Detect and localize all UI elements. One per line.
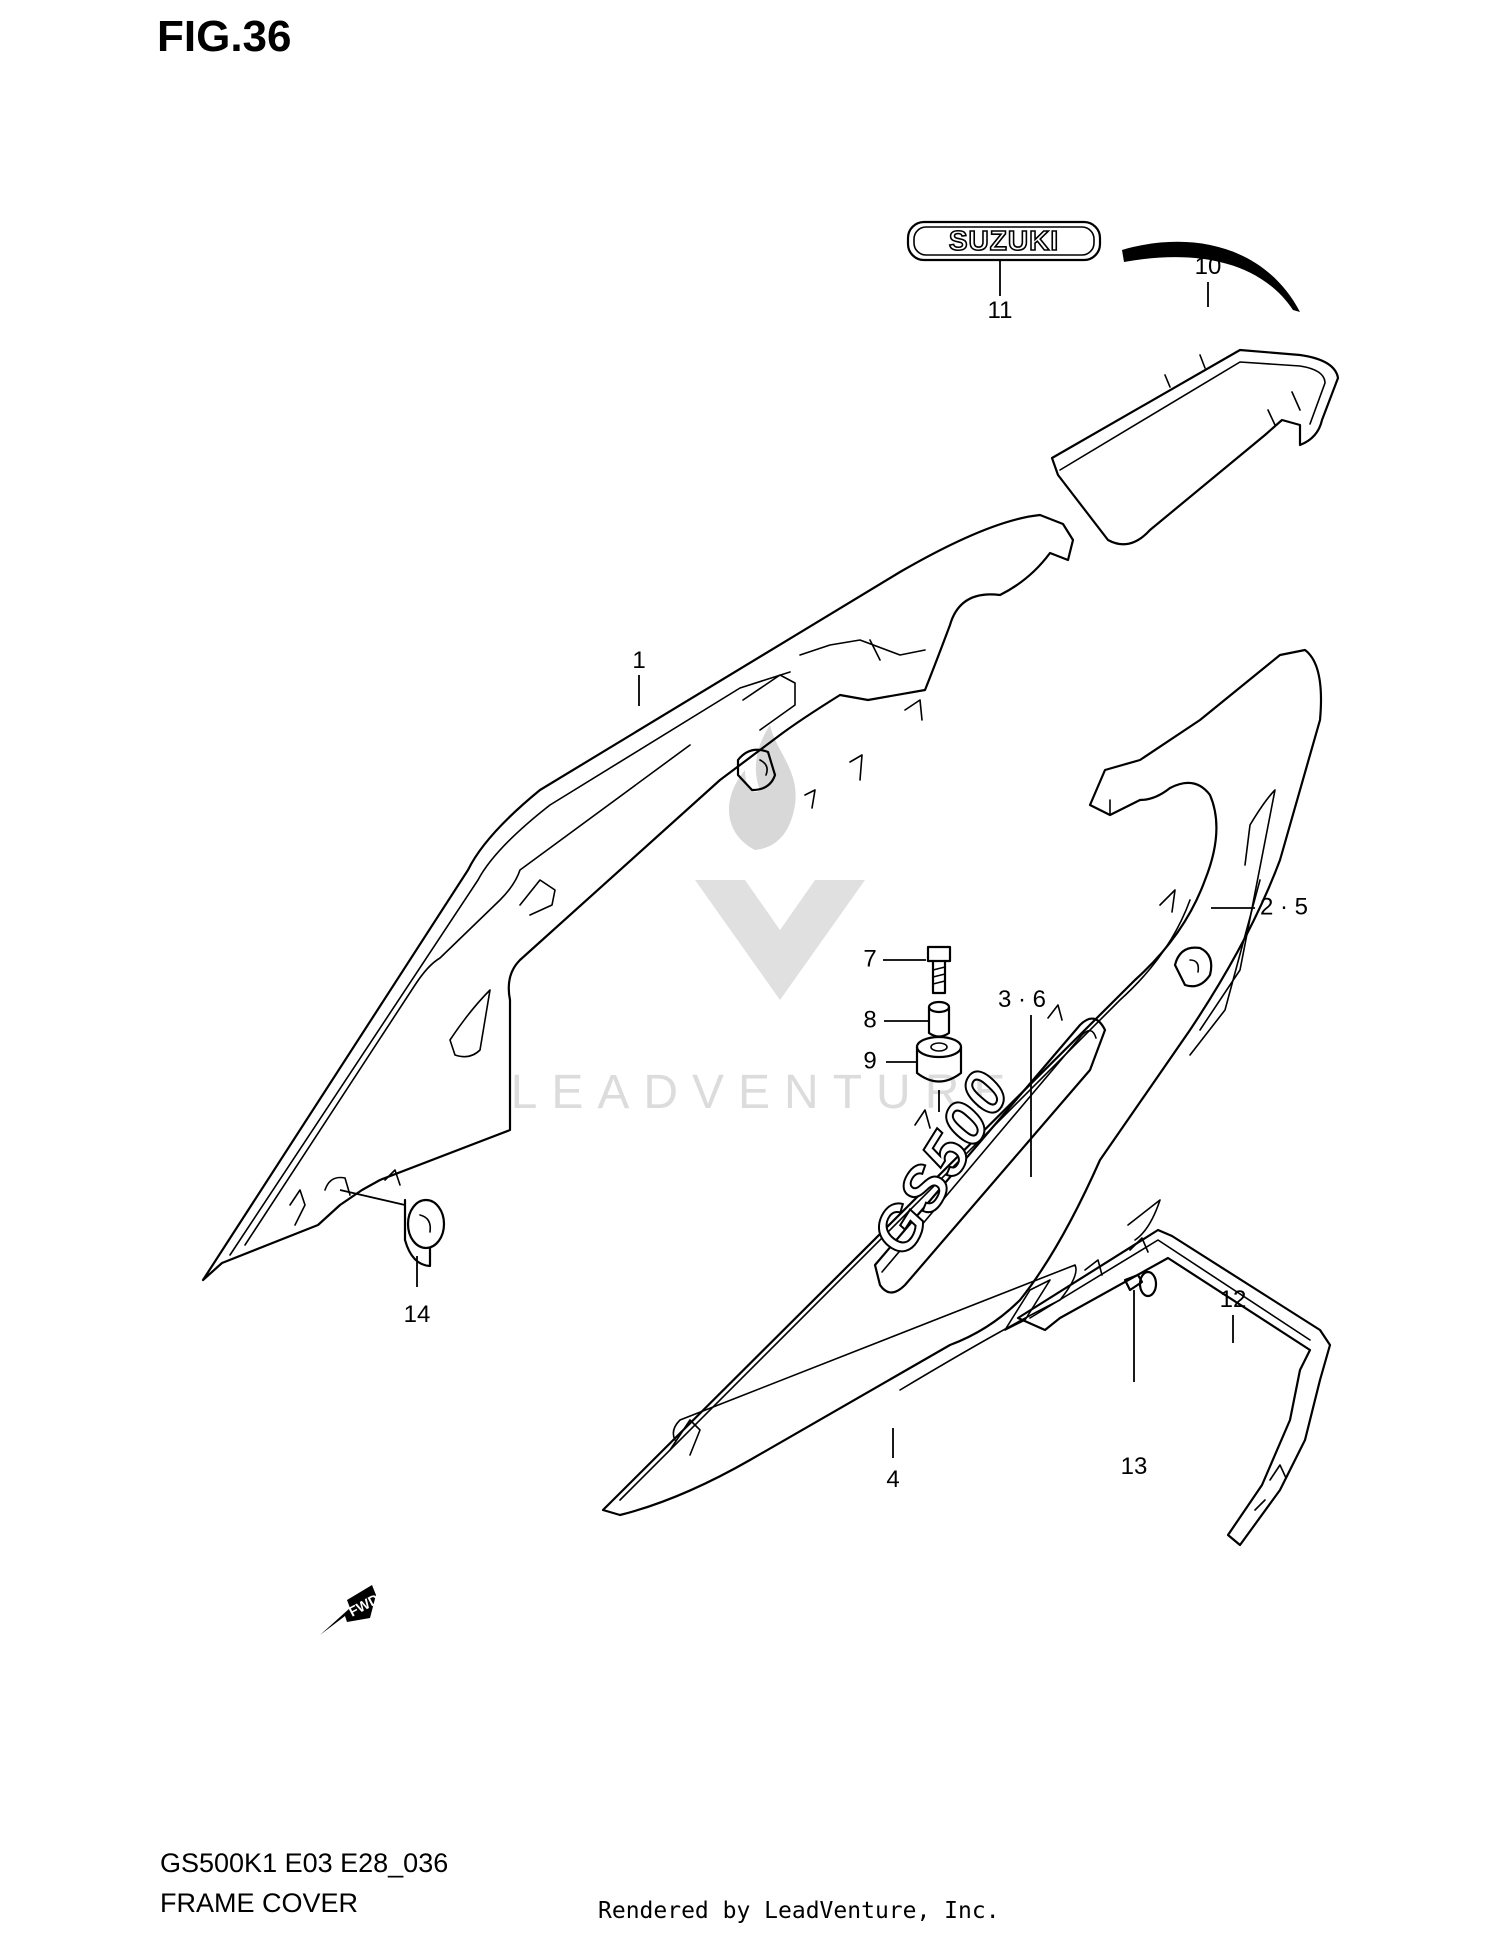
frame-cover-part-1 xyxy=(201,513,1075,1282)
bracket-part-12 xyxy=(1016,1228,1332,1547)
bolt-part-7 xyxy=(926,945,952,995)
callout-labels: 1 2 · 5 3 · 6 4 7 8 9 10 11 12 13 14 xyxy=(404,253,1308,1493)
watermark: LEADVENTURE xyxy=(511,725,1020,1119)
tail-cover-part-10 xyxy=(1050,241,1340,546)
model-code: GS500K1 E03 E28_036 xyxy=(160,1848,449,1878)
callout-10: 10 xyxy=(1195,253,1222,280)
emblem-text: SUZUKI xyxy=(949,225,1059,256)
callout-4: 4 xyxy=(886,1466,899,1493)
rendered-by-credit: Rendered by LeadVenture, Inc. xyxy=(598,1898,1000,1924)
callout-7: 7 xyxy=(863,945,876,972)
section-name: FRAME COVER xyxy=(160,1888,359,1918)
leader-14a xyxy=(339,1189,406,1206)
callout-14: 14 xyxy=(404,1301,431,1328)
frame-cover-part-2-5 xyxy=(601,648,1323,1517)
emblem-part-11: SUZUKI xyxy=(906,220,1102,262)
callout-2-5: 2 · 5 xyxy=(1260,893,1308,920)
decal-part-3-6: GS500 xyxy=(857,1017,1107,1294)
watermark-v-icon xyxy=(695,880,865,1000)
callout-13: 13 xyxy=(1121,1453,1148,1480)
leader-lines xyxy=(339,261,1255,1458)
callout-1: 1 xyxy=(632,647,645,674)
forward-direction-badge: FWD xyxy=(320,1585,382,1635)
callout-12: 12 xyxy=(1220,1286,1247,1313)
callout-9: 9 xyxy=(863,1047,876,1074)
grommet-part-14 xyxy=(403,1198,446,1268)
clip-part-13 xyxy=(1123,1270,1158,1298)
spacer-part-8 xyxy=(927,1000,951,1038)
figure-title: FIG.36 xyxy=(157,12,292,61)
watermark-text: LEADVENTURE xyxy=(511,1066,1020,1119)
callout-11: 11 xyxy=(988,297,1013,324)
callout-8: 8 xyxy=(863,1006,876,1033)
grommet-part-9 xyxy=(915,1035,963,1083)
callout-3-6: 3 · 6 xyxy=(998,986,1046,1013)
